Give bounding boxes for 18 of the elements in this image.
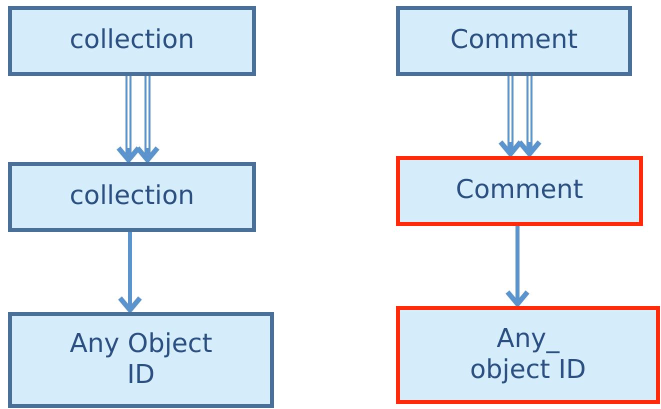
box-label: Comment: [456, 175, 584, 207]
box-label: Comment: [450, 25, 578, 57]
process-box: [8, 162, 256, 232]
arrow: [135, 76, 160, 162]
box-label: Any Object ID: [68, 328, 214, 392]
process-box: [396, 156, 643, 226]
process-box: [396, 6, 632, 76]
process-box: [396, 306, 660, 404]
arrow: [118, 232, 142, 312]
box-label: Any_ object ID: [468, 324, 588, 386]
arrow: [517, 76, 542, 156]
box-label: collection: [70, 25, 194, 57]
box-label: collection: [70, 181, 194, 213]
arrow: [498, 76, 523, 156]
arrow: [505, 226, 530, 306]
process-box: [8, 6, 256, 76]
process-box: [8, 312, 274, 408]
arrow: [116, 76, 141, 162]
